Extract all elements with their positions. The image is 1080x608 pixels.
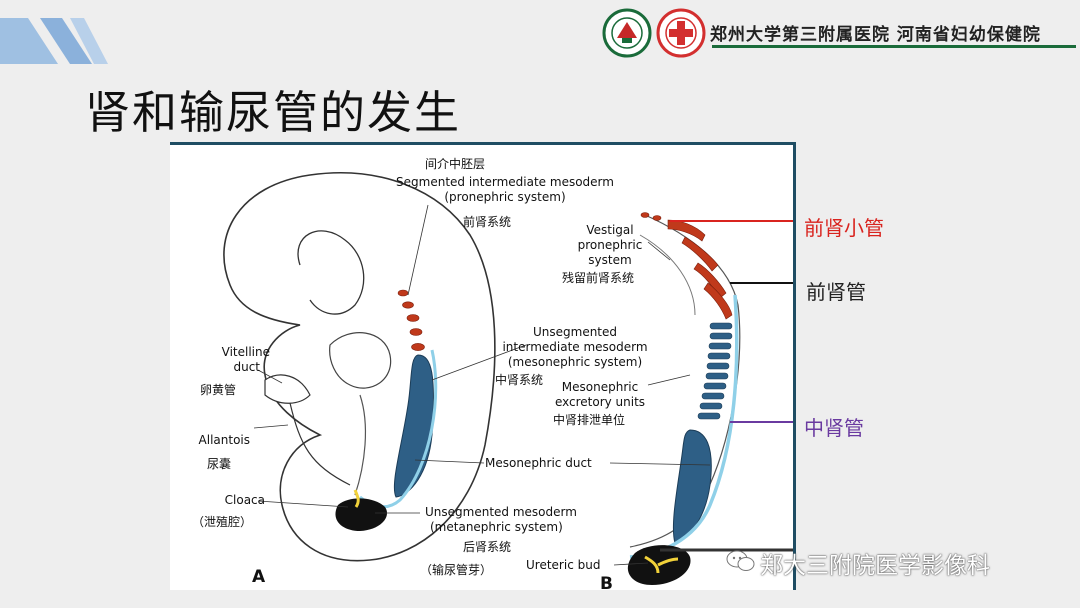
label-mesonephric-zh: 中肾系统	[495, 373, 544, 387]
head-fold	[297, 230, 365, 315]
slide-title: 肾和输尿管的发生	[85, 86, 462, 139]
label-vestigial-3: system	[588, 253, 632, 267]
mesonephric-tubules-b	[697, 322, 733, 420]
header-rule	[712, 45, 1076, 48]
embryo-outline	[223, 172, 496, 562]
label-vestigial-1: Vestigal	[586, 223, 634, 237]
label-unsegmented-mesoderm: Unsegmented mesoderm	[425, 505, 577, 519]
label-vestigial-2: pronephric	[577, 238, 643, 252]
hospital-logo	[656, 8, 706, 58]
watermark-text: 郑大三附院医学影像科	[760, 553, 990, 579]
panel-a-label: A	[252, 567, 266, 587]
label-metanephric-system: (metanephric system)	[430, 520, 563, 534]
label-vestigial-zh: 残留前肾系统	[562, 271, 635, 285]
metanephric-blob-a	[335, 498, 388, 531]
panel-b-label: B	[600, 574, 613, 591]
hospital-name: 郑州大学第三附属医院 河南省妇幼保健院	[710, 25, 1041, 45]
embryo-diagram: 间介中胚层 Segmented intermediate mesoderm (p…	[170, 142, 796, 590]
side-label-pronephric-duct: 前肾管	[806, 280, 866, 304]
diagram-drawing	[223, 172, 793, 585]
label-vitelline-zh: 卵黄管	[200, 383, 237, 397]
label-ureteric-bud: Ureteric bud	[526, 558, 601, 572]
wechat-icon	[726, 550, 755, 571]
mesonephric-mass-b	[672, 429, 712, 544]
label-cloaca-zh: （泄殖腔）	[192, 515, 253, 529]
mesonephric-mass-a	[393, 354, 434, 498]
label-unsegmented-1: Unsegmented	[532, 325, 618, 339]
side-label-mesonephric-duct: 中肾管	[804, 416, 864, 440]
side-label-pronephric-tubule: 前肾小管	[804, 216, 884, 240]
label-segmented-en: Segmented intermediate mesoderm	[396, 175, 614, 189]
pronephric-tubules-b	[640, 212, 733, 320]
label-allantois-en: Allantois	[198, 433, 250, 447]
label-pronephric-system-en: (pronephric system)	[444, 190, 566, 204]
label-ureteric-zh: （输尿管芽）	[420, 563, 493, 577]
label-vitelline-1: Vitelline	[221, 345, 270, 359]
label-unsegmented-3: (mesonephric system)	[507, 355, 643, 369]
label-meso-units-1: Mesonephric	[561, 380, 639, 394]
label-metanephric-zh: 后肾系统	[463, 540, 512, 554]
label-allantois-zh: 尿囊	[207, 457, 232, 471]
label-pronephric-zh: 前肾系统	[463, 215, 512, 229]
label-unsegmented-2: intermediate mesoderm	[502, 340, 648, 354]
vitelline-duct-shape	[264, 374, 311, 404]
heart-region	[329, 332, 392, 389]
gut-tube	[354, 394, 367, 496]
label-cloaca-en: Cloaca	[224, 493, 265, 507]
label-mesonephric-duct: Mesonephric duct	[485, 456, 592, 470]
label-intermediate-zh: 间介中胚层	[424, 157, 485, 171]
corner-stripe-decoration	[0, 18, 108, 64]
university-logo	[602, 8, 652, 58]
pronephric-segments-a	[397, 289, 425, 351]
label-vitelline-2: duct	[233, 360, 260, 374]
label-meso-units-2: excretory units	[554, 395, 646, 409]
label-meso-units-zh: 中肾排泄单位	[553, 413, 626, 427]
